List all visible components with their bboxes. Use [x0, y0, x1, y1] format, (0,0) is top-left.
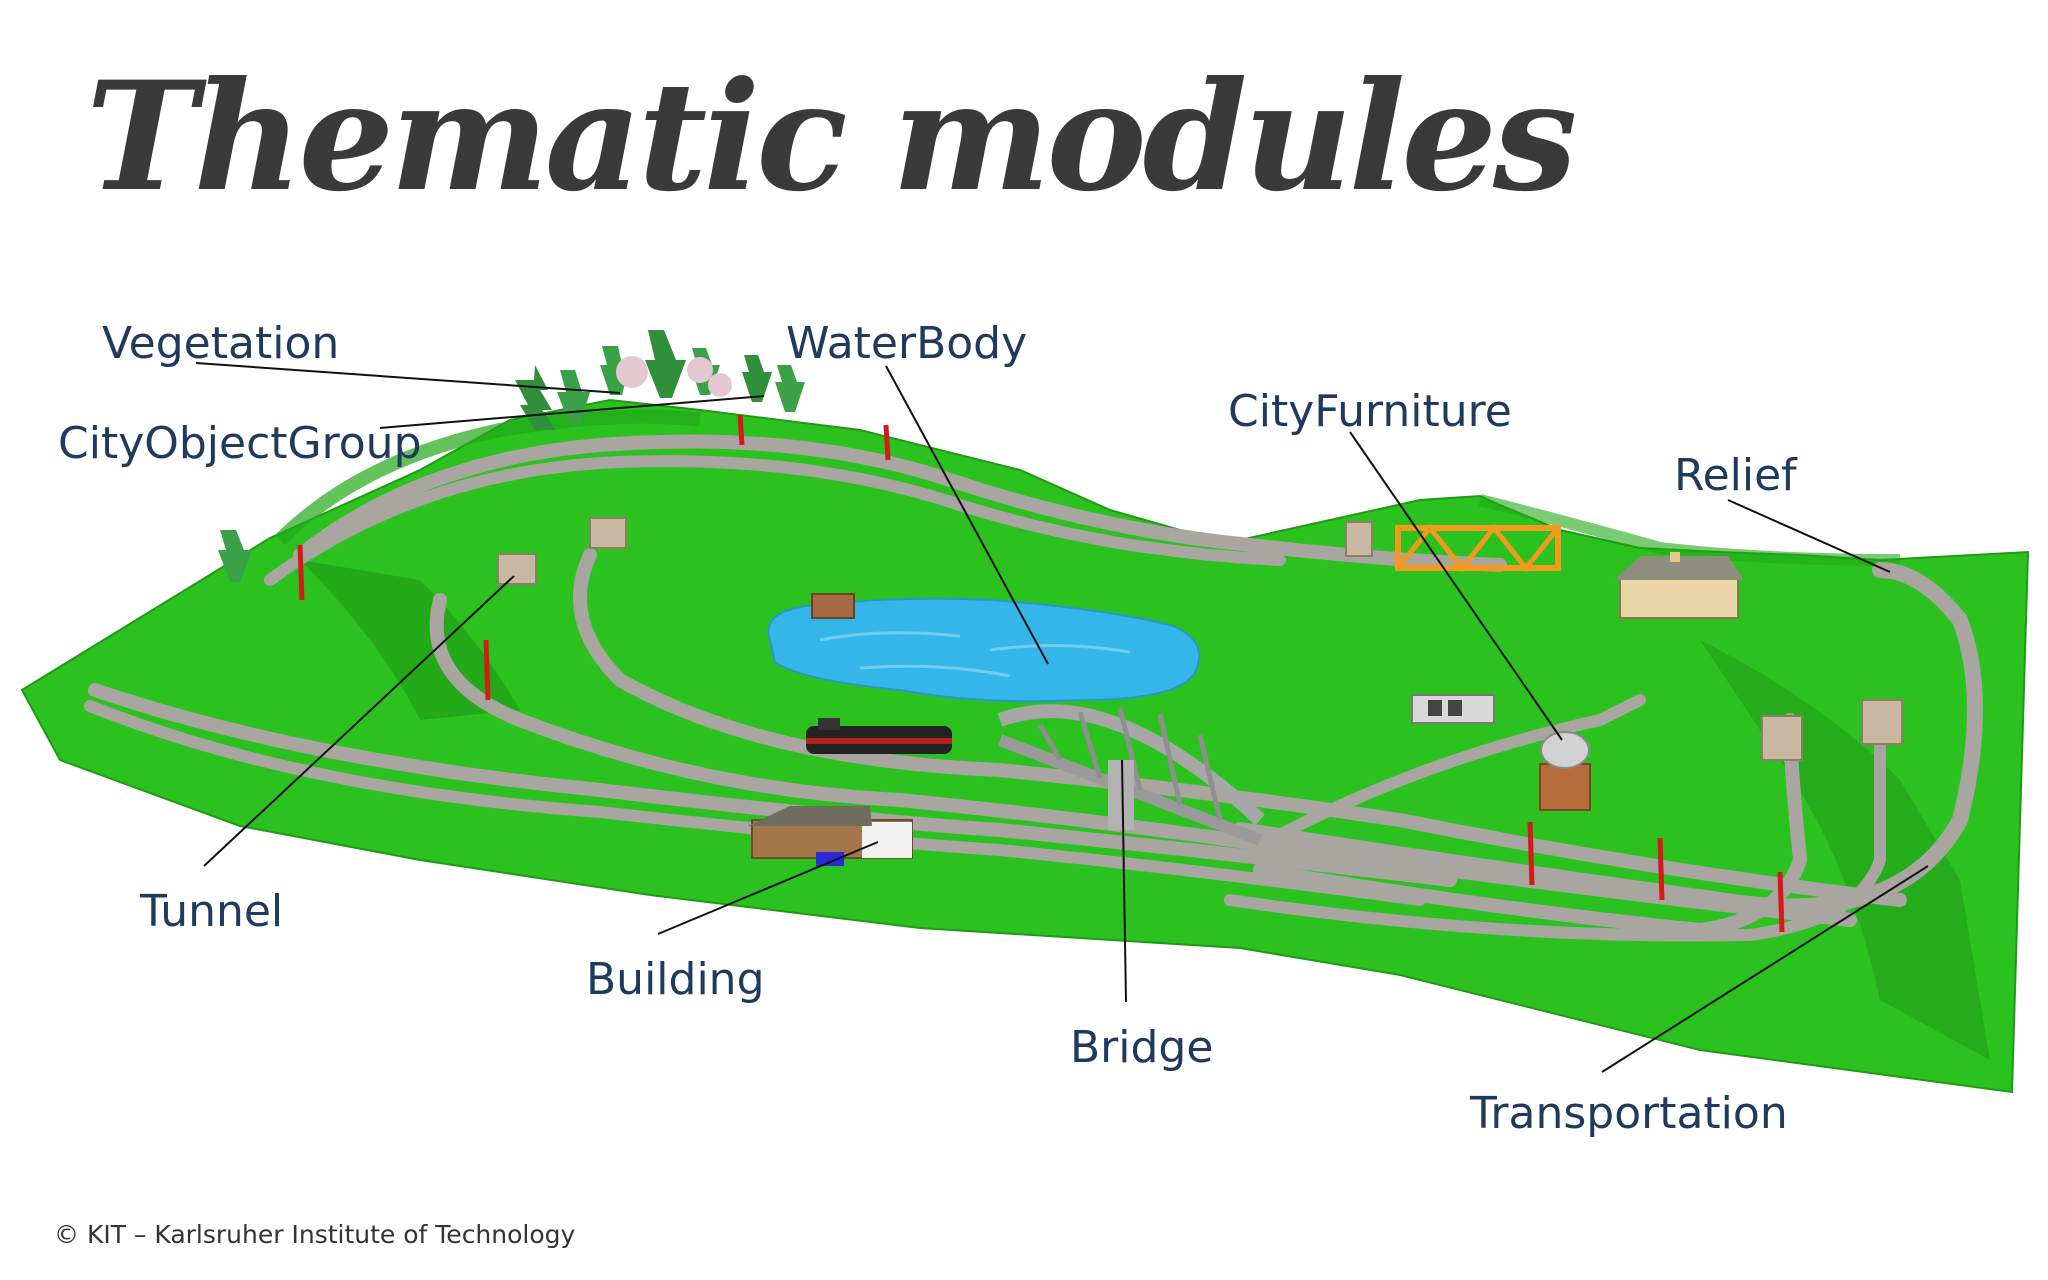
water-tower: [1539, 731, 1591, 811]
station-building: [748, 806, 913, 866]
track-line: [1264, 694, 1646, 846]
label-vegetation: Vegetation: [102, 318, 340, 369]
leader-line-vegetation: [195, 362, 621, 394]
tunnel-portal: [1861, 699, 1903, 745]
signal-post: [883, 424, 891, 461]
boathouse: [811, 593, 855, 619]
label-water-body: WaterBody: [786, 318, 1028, 369]
terrain-ridge: [275, 409, 701, 545]
leader-line-city-furniture: [1349, 431, 1563, 741]
signal-post: [737, 414, 745, 446]
tunnel-portal: [1761, 715, 1803, 761]
leader-line-water-body: [885, 365, 1049, 665]
leader-line-building: [657, 841, 879, 935]
tunnel-portal: [1345, 521, 1373, 557]
terrain-ridge: [1478, 494, 1901, 566]
leader-lines: [195, 362, 1929, 1073]
track-line: [293, 434, 1507, 572]
leader-line-bridge: [1121, 759, 1127, 1003]
signal-post: [1527, 821, 1535, 886]
locomotive: [806, 718, 952, 754]
signals: [297, 414, 1785, 933]
page-title: Thematic modules: [86, 49, 1577, 225]
arch-bridge: [997, 704, 1265, 846]
signal-post: [297, 544, 305, 601]
conifer-tree: [515, 365, 556, 430]
engine-shed: [1614, 552, 1744, 619]
track-line: [264, 455, 1286, 586]
round-tree: [616, 356, 648, 388]
water-ripple: [819, 631, 1131, 678]
signal-post: [483, 639, 491, 701]
label-city-object-group: CityObjectGroup: [58, 418, 422, 469]
label-city-furniture: CityFurniture: [1228, 386, 1512, 437]
track-line: [1224, 714, 1887, 942]
label-relief: Relief: [1674, 450, 1797, 501]
platform-structure: [1411, 694, 1495, 724]
round-tree: [708, 373, 732, 397]
conifer-tree: [645, 330, 686, 398]
round-tree: [687, 357, 713, 383]
leader-line-transportation: [1601, 865, 1929, 1073]
tunnel-portal: [497, 553, 537, 585]
conifer-tree: [218, 530, 252, 582]
truss-bridge-orange: [1395, 523, 1561, 573]
conifer-tree: [742, 355, 772, 402]
label-bridge: Bridge: [1070, 1022, 1214, 1073]
leader-line-relief: [1727, 499, 1891, 573]
leader-line-tunnel: [203, 575, 515, 867]
footer-copyright: © KIT – Karlsruher Institute of Technolo…: [54, 1220, 576, 1249]
label-tunnel: Tunnel: [140, 886, 284, 937]
track-line: [1232, 562, 1983, 915]
track-line: [1253, 713, 1808, 938]
tunnel-portal: [589, 517, 627, 549]
water-body-shape: [767, 597, 1200, 703]
label-building: Building: [586, 954, 765, 1005]
signal-post: [1657, 837, 1665, 901]
conifer-tree: [775, 365, 805, 412]
signal-post: [1777, 871, 1785, 933]
label-transportation: Transportation: [1470, 1088, 1788, 1139]
leader-line-city-object-group: [379, 395, 765, 429]
